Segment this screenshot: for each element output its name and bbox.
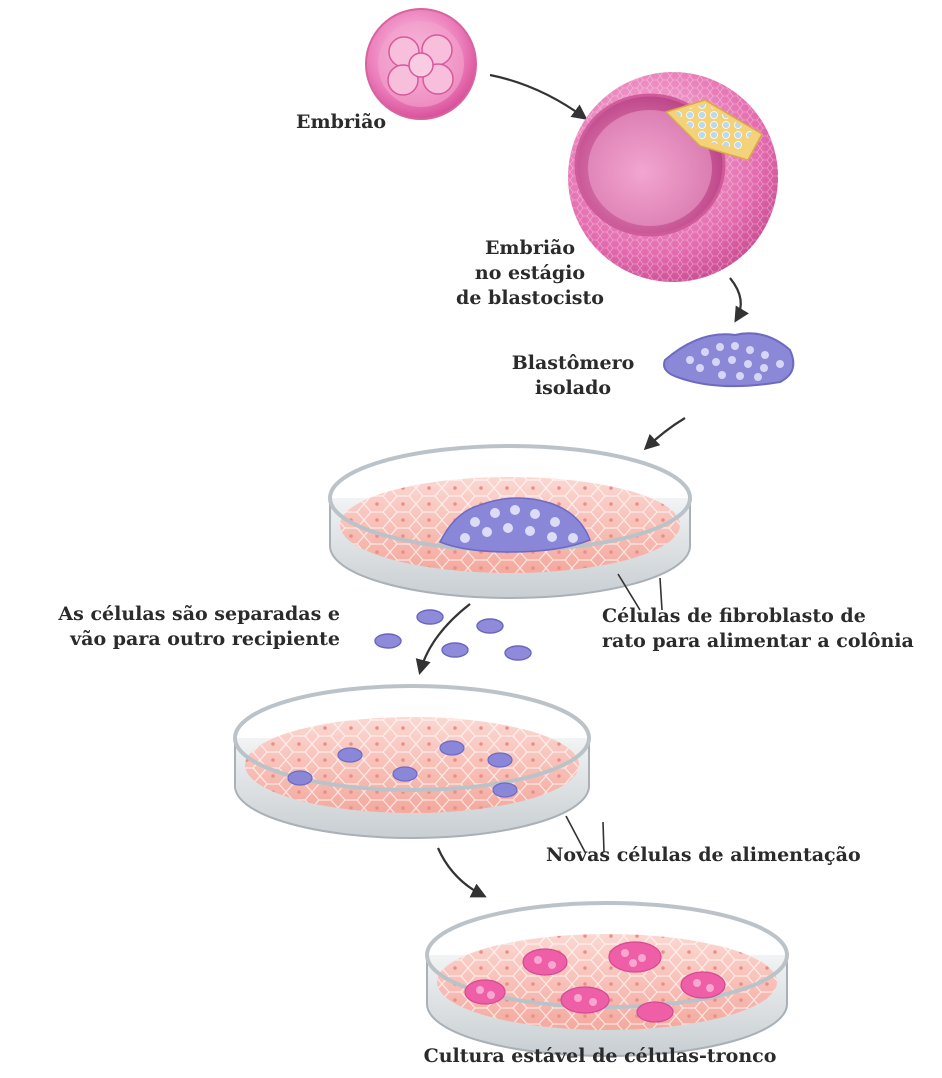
label-embryo: Embrião: [296, 110, 386, 135]
label-new-feeder-cells: Novas células de alimentação: [546, 843, 861, 868]
label-stable-culture: Cultura estável de células-tronco: [380, 1044, 820, 1069]
arrow-icon: [730, 278, 741, 320]
embryo-illustration: [366, 9, 476, 119]
petri-dish-3: [427, 903, 787, 1056]
label-fibroblast: Células de fibroblasto de rato para alim…: [602, 604, 914, 654]
label-blastocyst: Embrião no estágio de blastocisto: [440, 236, 620, 311]
arrow-icon: [438, 848, 484, 896]
petri-dish-2: [235, 686, 589, 838]
label-blastomere: Blastômero isolado: [498, 351, 648, 401]
arrow-icon: [646, 418, 685, 448]
petri-dish-1: [330, 446, 690, 598]
blastomere-illustration: [664, 333, 793, 386]
arrow-icon: [490, 75, 585, 118]
label-cells-separated: As células são separadas e vão para outr…: [0, 602, 340, 652]
